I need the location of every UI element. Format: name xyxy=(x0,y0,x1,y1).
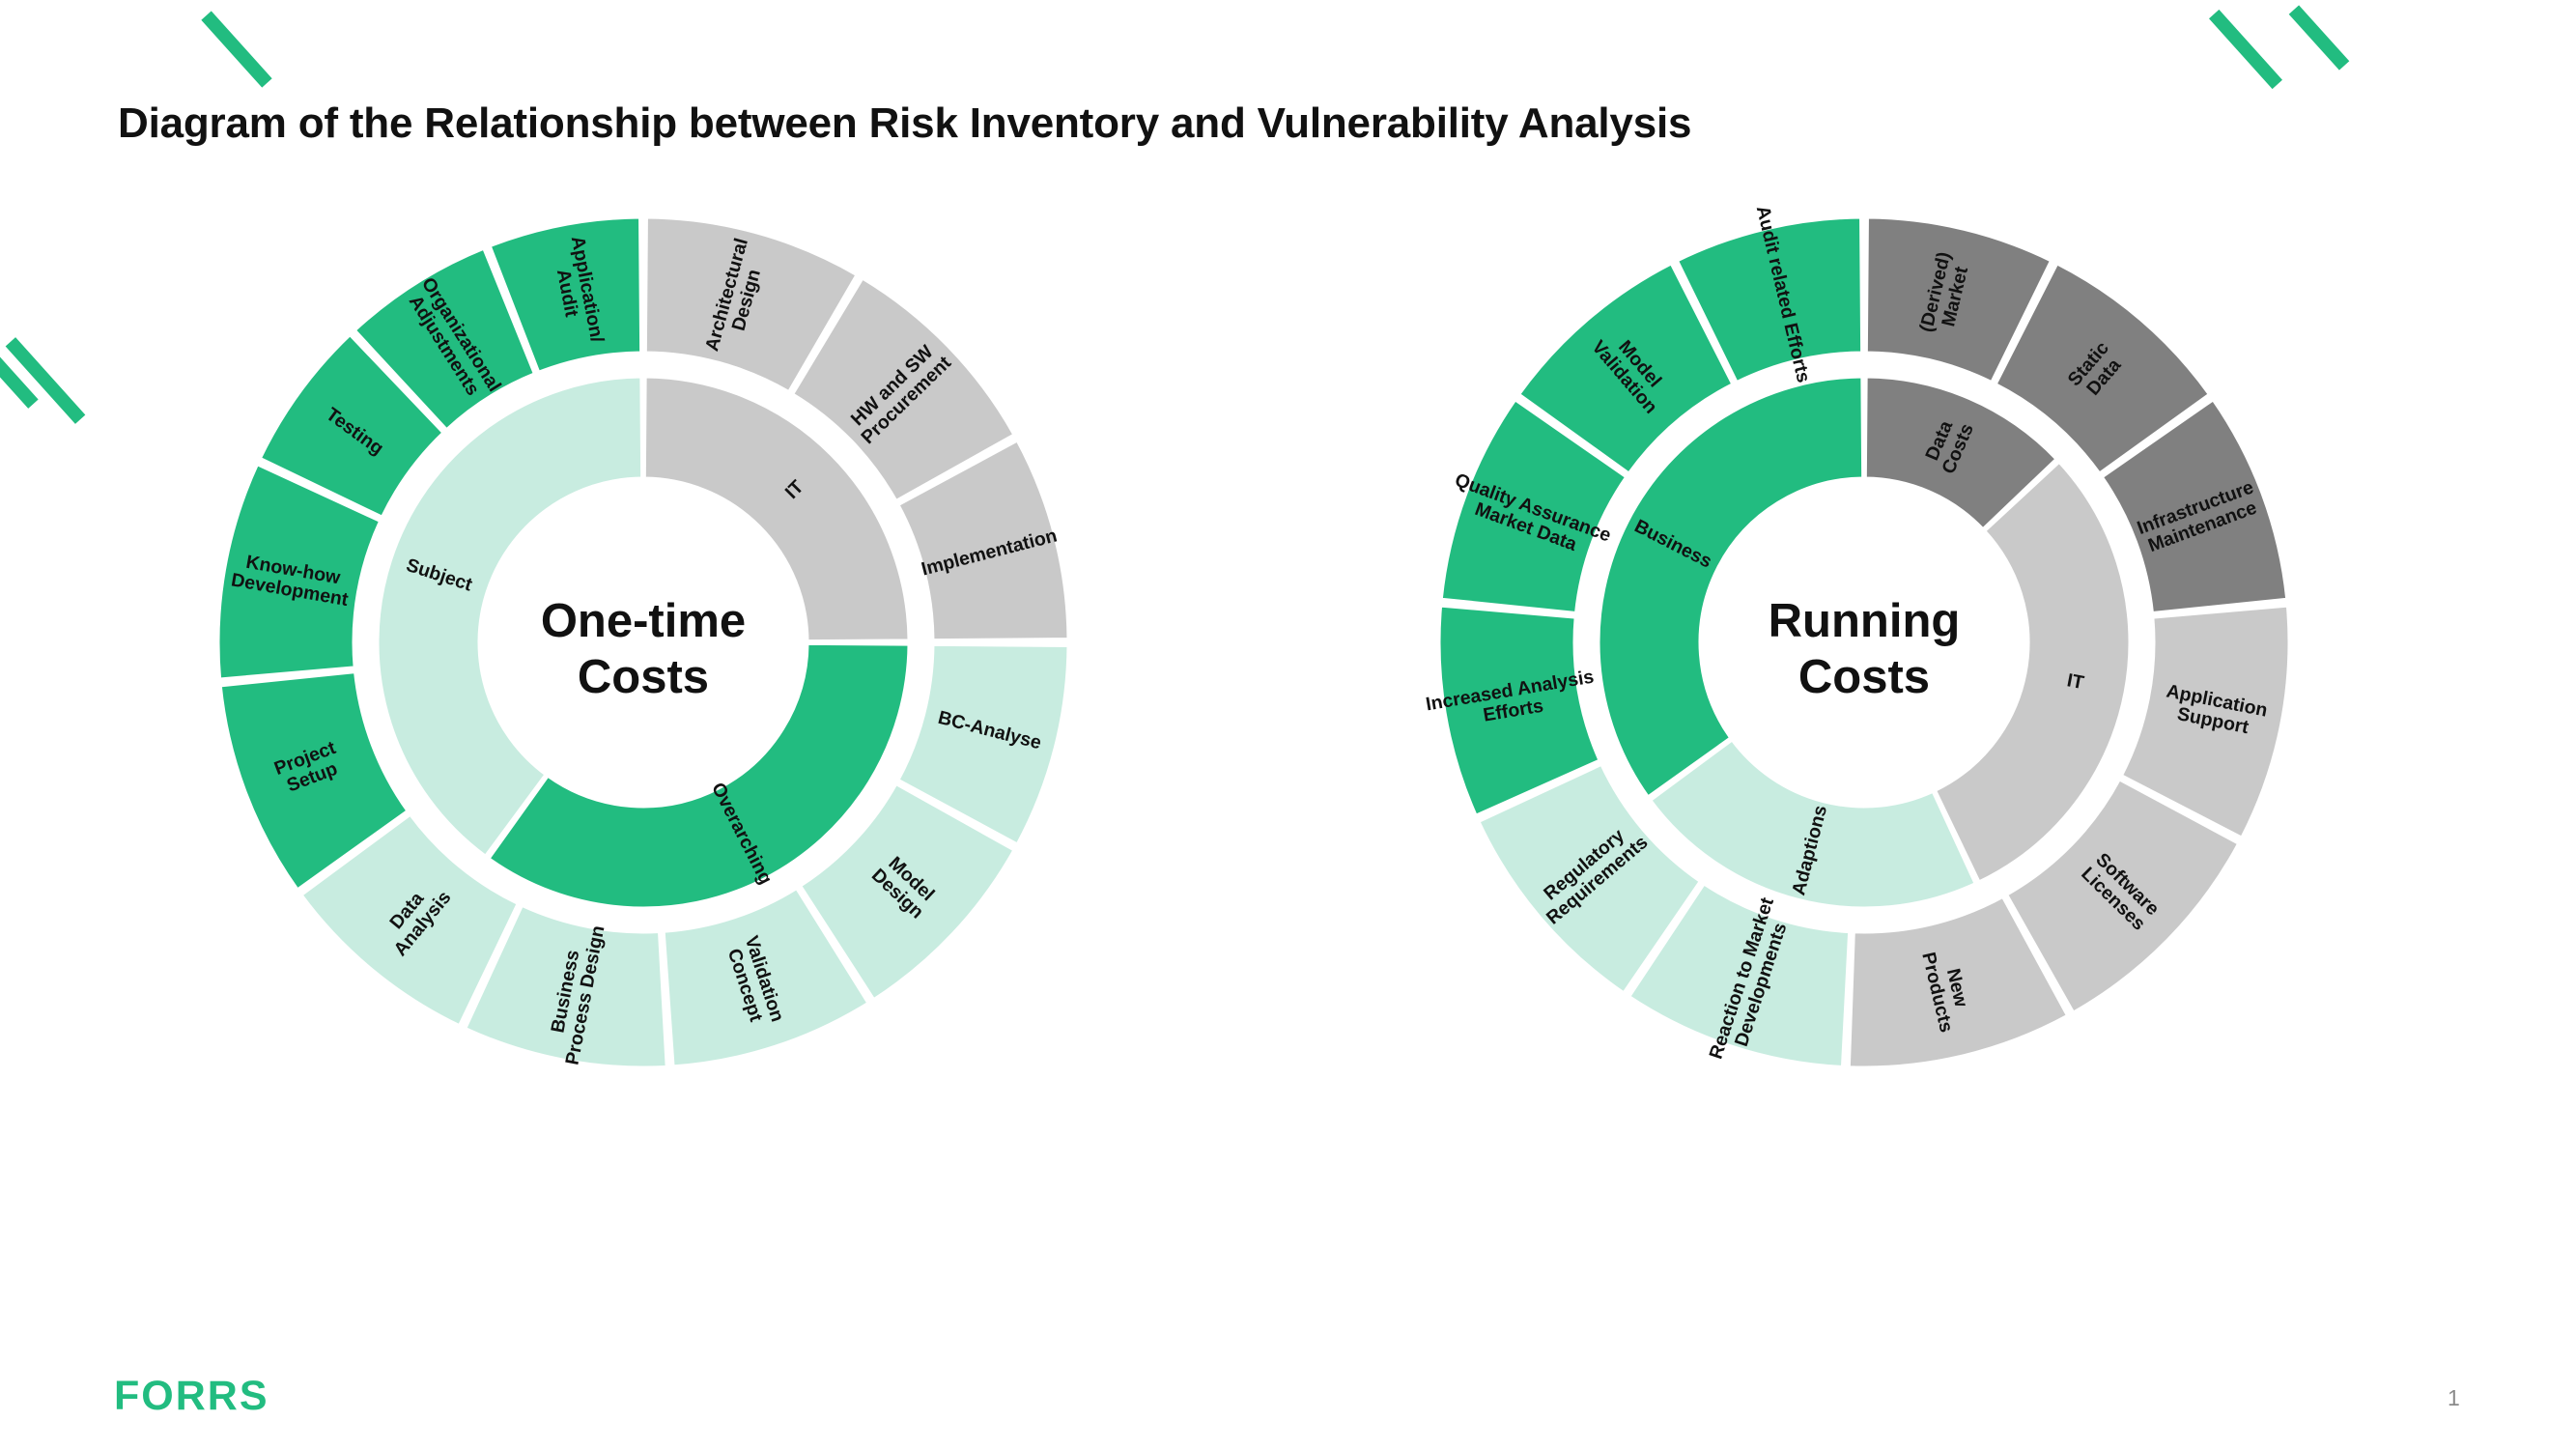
segment-software-licenses[interactable] xyxy=(2004,777,2241,1015)
decor-slash-top-left xyxy=(201,11,272,88)
segment-testing[interactable] xyxy=(258,332,446,520)
decor-slash-top-right-1 xyxy=(2209,9,2282,90)
segment-model-validation[interactable] xyxy=(1516,261,1735,476)
segment-data-analysis[interactable] xyxy=(298,812,521,1028)
page-title: Diagram of the Relationship between Risk… xyxy=(118,99,1692,147)
segment-validation-concept[interactable] xyxy=(662,886,870,1068)
segment-reaction-to-market-developments[interactable] xyxy=(1627,881,1852,1068)
segment-quality-assurance-market-data[interactable] xyxy=(1439,397,1628,615)
segment-architectural-design[interactable] xyxy=(643,215,860,394)
segment-infrastructure-maintenance[interactable] xyxy=(2100,397,2289,615)
segment-business[interactable] xyxy=(1597,375,1865,799)
segment-adaptions[interactable] xyxy=(1648,737,1978,910)
segment-application-audit[interactable] xyxy=(488,215,643,375)
segment-regulatory-requirements[interactable] xyxy=(1476,762,1703,995)
segment-hw-and-sw-procurement[interactable] xyxy=(790,275,1016,503)
forrs-logo: FORRS xyxy=(114,1373,269,1419)
segment-static-data[interactable] xyxy=(1994,261,2212,476)
segment-subject[interactable] xyxy=(376,375,644,859)
segment-implementation[interactable] xyxy=(895,439,1070,642)
sunburst-one-time-costs: ITOverarchingSubjectArchitecturalDesignH… xyxy=(216,215,1070,1069)
page-number: 1 xyxy=(2448,1385,2460,1410)
segment-new-products[interactable] xyxy=(1847,895,2070,1069)
segment-data-costs[interactable] xyxy=(1863,375,2059,531)
segment-derived-market[interactable] xyxy=(1864,215,2053,384)
segment-label: IT xyxy=(2065,669,2085,694)
segment-model-design[interactable] xyxy=(798,781,1016,1002)
segment-overarching[interactable] xyxy=(487,641,911,910)
sunburst-running-costs: DataCostsITAdaptionsBusiness(Derived)Mar… xyxy=(1425,204,2291,1069)
segment-bc-analyse[interactable] xyxy=(895,642,1070,846)
segment-audit-related-efforts[interactable] xyxy=(1675,215,1864,384)
segment-application-support[interactable] xyxy=(2119,604,2291,840)
segment-know-how-development[interactable] xyxy=(216,462,382,681)
segment-business-process-design[interactable] xyxy=(463,903,668,1069)
segment-project-setup[interactable] xyxy=(218,669,410,892)
decor-slash-top-right-2 xyxy=(2288,5,2350,71)
segment-it[interactable] xyxy=(1933,460,2132,884)
segment-it[interactable] xyxy=(642,375,911,643)
segment-label: Application/Audit xyxy=(547,235,608,349)
segment-increased-analysis-efforts[interactable] xyxy=(1437,604,1601,818)
segment-organizational-adjustments[interactable] xyxy=(353,246,537,432)
